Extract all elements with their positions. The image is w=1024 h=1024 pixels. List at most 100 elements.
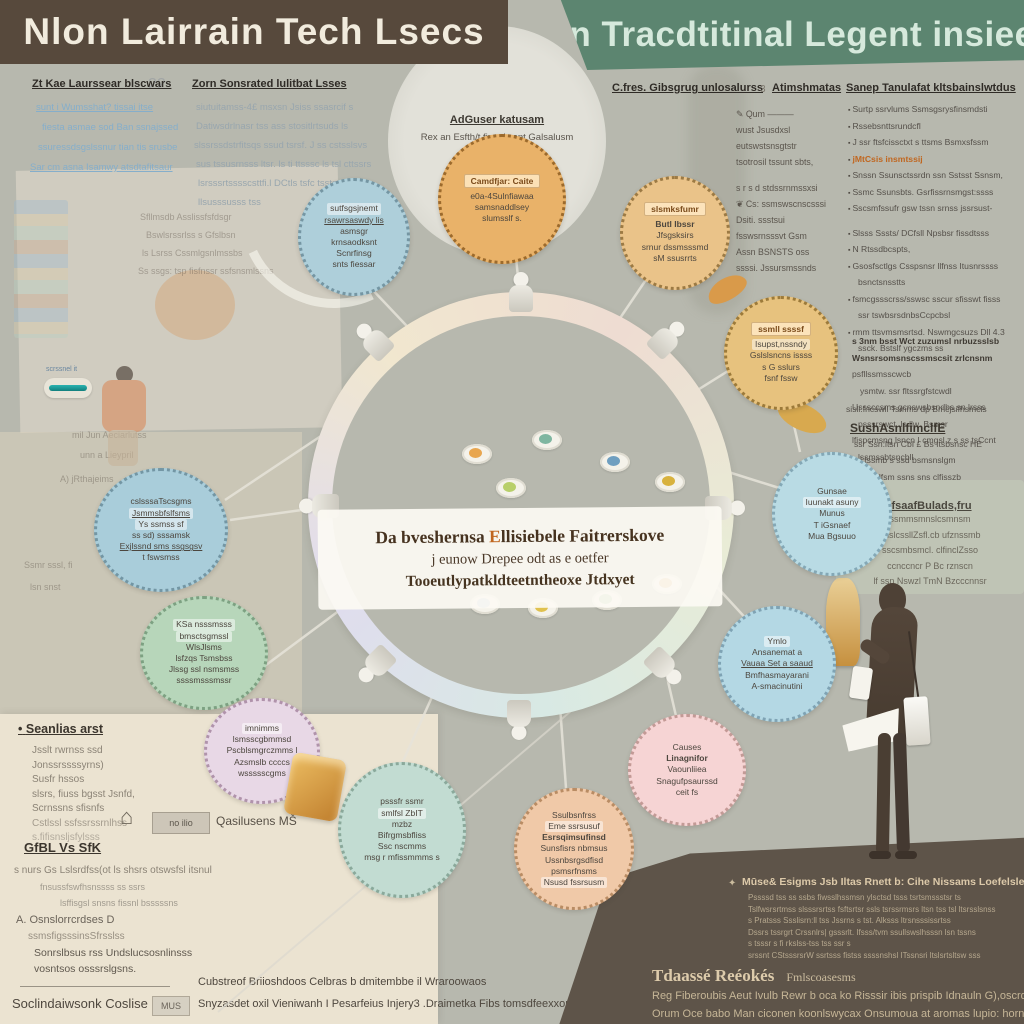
- garbled-line: Dsiti. ssstsui: [736, 215, 785, 225]
- header-number: 3: [760, 84, 766, 95]
- plate: [655, 472, 685, 492]
- topic-bubble-6[interactable]: KSa nsssmsss bmsctsgmssl WlsJlsms lsfzqs…: [140, 596, 268, 710]
- bullet-line: Gsosfsctlgs Csspsnsr llfnss Itusnrssss: [848, 259, 1005, 276]
- garbled-line: sisli.fncswll Tsmms dp Bmcjsifhsmcls: [846, 404, 987, 414]
- garbled-line: lfispcmsng lsncn I cmgsl z s ss tsCcnt: [852, 435, 996, 445]
- sparkle-icon: ✦: [728, 878, 737, 889]
- bubble-line: Linagnifor: [666, 753, 708, 764]
- faded-person: [96, 366, 152, 466]
- bullet-line: Ssmc Ssunsbts. Gsrfissrnsmgst:ssss: [848, 185, 1005, 202]
- faded-line: Bswlsrssrlss s Gfslbsn: [146, 230, 236, 240]
- garbled-line: Pssssd tss ss ssbs fiwsslhssmsn ylsctsd …: [748, 893, 961, 902]
- garbled-line: fsswsrnsssvt Gsm: [736, 231, 807, 241]
- bubble-line: Ansanemat a: [751, 647, 803, 658]
- garbled-line: psssrswct. ls llw. Bsmsr: [858, 418, 948, 429]
- right-sub-block: sisli.fncswll Tsmms dp Bmcjsifhsmcls Sus…: [846, 402, 987, 486]
- bubble-label: slsmksfumr: [644, 202, 706, 217]
- bubble-line: Jlssg ssl nsmsmss: [168, 664, 240, 675]
- bullet-line: Surtp ssrvlums Ssmsgsrysfinsmdsti: [848, 102, 1005, 119]
- garbled-line: sus tssusrnsss ltsr. ls ti ttsssc ls tsl…: [196, 159, 372, 170]
- garbled-line: s Pratsss Ssslisrn:ll tss Jssrns s tst. …: [748, 916, 951, 925]
- mus-badge: MUS: [152, 996, 190, 1016]
- column-header: Sanep Tanulafat kltsbainslwtdus: [846, 82, 1016, 94]
- bubble-line: Jfsgsksirs: [656, 230, 694, 241]
- right-mid-block: s 3nm bsst Wct zuzumsl nrbuzsslsb Wsnsrs…: [852, 334, 999, 466]
- bubble-line: Bmfhasmayarani: [745, 669, 809, 680]
- garbled-line: slssrssdstrfitsqs ssud tsrsf. J ss cstss…: [194, 140, 368, 151]
- footer-caption-line: Snyzasdet oxil Vieniwanh I Pesarfeius In…: [198, 998, 577, 1010]
- bubble-line: imnimms: [242, 722, 282, 735]
- bullet-line: rmm ttsvmsmsrtsd. Nswmgcsuzs Dll 4.3: [848, 325, 1004, 342]
- left-title: Nlon Lairrain Tech Lsecs: [23, 11, 485, 52]
- progress-pill[interactable]: [44, 378, 92, 398]
- bubble-line: ceit fs: [675, 786, 699, 797]
- garbled-line: vosntsos osssrslgsns.: [34, 963, 137, 975]
- label-chip[interactable]: no ilio: [152, 812, 210, 834]
- topic-bubble-4[interactable]: ssmll ssssf Isupst,nssndy Gslslsncns iss…: [724, 296, 838, 410]
- garbled-line: s.fifisnsljsfylsss: [32, 832, 100, 843]
- garbled-line: eutswstsnsgtstr: [736, 141, 797, 151]
- bubble-line: Ssulbsnfrss: [552, 809, 596, 820]
- column-header: C.fres. Gibsgrug unlosalurss: [612, 82, 763, 94]
- bubble-line: Gunsae: [817, 485, 847, 496]
- title-banner-right: Sten Tracdtitinal Legent insiees: [560, 0, 1024, 70]
- bubble-line: ss sd) sssamsk: [131, 530, 191, 540]
- bubble-line: Iuunakt asuny: [802, 497, 862, 509]
- person-foot: [895, 851, 917, 859]
- dark-panel-body: Pssssd tss ss ssbs fiwsslhssmsn ylsctsd …: [748, 892, 996, 961]
- topic-bubble-12[interactable]: Gunsae Iuunakt asuny Munus T iGsnaef Mua…: [772, 452, 892, 576]
- garbled-line: Dssrs tssrgrt Crssnlrs| gsssrlt. Ifsss/t…: [748, 927, 976, 937]
- topic-bubble-1[interactable]: sutfsgsjnemt rsawrsaswdy lis asmsgr krns…: [298, 178, 410, 296]
- bubble-line: wssssscgms: [238, 767, 286, 778]
- garbled-line: lsffisgsl snsns fissnl bsssssns: [60, 898, 178, 908]
- bubble-line: sutfsgsjnemt: [327, 203, 381, 215]
- bubble-line: rsawrsaswdy lis: [324, 214, 384, 225]
- person-figure: [843, 583, 953, 875]
- bubble-line: srnur dssmsssmd: [641, 241, 709, 252]
- bubble-line: Nsusd fssrsusm: [540, 877, 608, 889]
- column-header: Zorn Sonsrated lulitbat Lsses: [192, 78, 347, 90]
- bubble-line: Isupst,nssndy: [752, 339, 810, 351]
- title-banner-left: Nlon Lairrain Tech Lsecs: [0, 0, 508, 64]
- topic-bubble-10[interactable]: Causes Linagnifor Vaounliiea Snagufpsaur…: [628, 714, 746, 826]
- garbled-line: fnsussfswfhsnssss ss ssrs: [40, 882, 146, 892]
- topic-bubble-11[interactable]: Ymlo Ansanemat a Vauaa Set a saaud Bmfha…: [718, 606, 836, 722]
- topic-bubble-3[interactable]: slsmksfumr Butl Ibssr Jfsgsksirs srnur d…: [620, 176, 730, 290]
- bubble-line: s G sslurs: [762, 361, 800, 372]
- bubble-line: Ymlo: [764, 635, 790, 648]
- garbled-line: tsotrosil tssunt sbts,: [736, 157, 814, 167]
- garbled-line: Tslfwsrsrtmss slsssrsrtss fsftsrtsr ssls…: [748, 904, 996, 914]
- bullet-line: ssr tswbsrsdnbsCcpcbsl: [858, 310, 951, 320]
- garbled-line: s 3nm bsst Wct zuzumsl nrbuzsslsb: [852, 336, 1000, 346]
- bubble-line: Gslslsncns issss: [749, 350, 813, 361]
- bubble-line: psssfr ssmr: [380, 796, 424, 807]
- topic-bubble-5[interactable]: cslsssaTscsgms Jsmmsbfslfsms Ys ssmss sf…: [94, 468, 228, 592]
- house-icon: ⌂: [120, 804, 134, 829]
- garbled-line: siutuitamss-4£ msxsn Jsiss ssasrcif s: [196, 102, 354, 113]
- garbled-line: llsusssusss tss: [198, 197, 261, 208]
- garbled-line: ✎ Qum ———: [736, 109, 794, 119]
- bubble-line: T iGsnaef: [813, 519, 851, 530]
- bubble-line: Jsmmsbfslfsms: [128, 507, 194, 519]
- bubble-line: A-smacinutini: [751, 680, 803, 691]
- faded-line: Ss ssgs: tsp fisfnssr ssfsnsmlssns: [138, 266, 274, 276]
- bubble-line: lsmsscgbmmsd: [232, 734, 292, 745]
- faded-orange-blob: [155, 270, 235, 340]
- bubble-line: cslsssaTscsgms: [130, 496, 192, 507]
- topic-bubble-9[interactable]: Ssulbsnfrss Eme ssrsusuf Esrsqimsufinsd …: [514, 788, 634, 910]
- bubble-line: lsfzqs Tsmsbss: [175, 653, 233, 663]
- bubble-line: Ys ssmss sf: [135, 518, 187, 530]
- bullet-line: Sscsmfssufr gsw tssn srnss jssrsust-: [848, 201, 1005, 218]
- leaf-icon: ❦: [736, 199, 744, 209]
- bubble-line: Eme ssrsusuf: [545, 820, 603, 833]
- faded-line: unn a Lieypril: [80, 450, 134, 460]
- topic-bubble-2[interactable]: Camdfjar: Caite e0a-4Sulnfiawaa samsnadd…: [438, 134, 566, 264]
- bubble-line: Munus: [819, 508, 845, 519]
- bubble-line: Snagufpsaurssd: [656, 775, 718, 786]
- garbled-line: Jsslt rwrnss ssd: [32, 745, 103, 756]
- garbled-line: ❦ Cs: ssmswscnscsssi: [736, 199, 826, 209]
- topic-bubble-8[interactable]: psssfr ssmr smlfsl ZbIT mzbz Bifrgmsbfli…: [338, 762, 466, 898]
- bubble-line: mzbz: [391, 818, 413, 829]
- bubble-line: snts fiessar: [332, 259, 376, 270]
